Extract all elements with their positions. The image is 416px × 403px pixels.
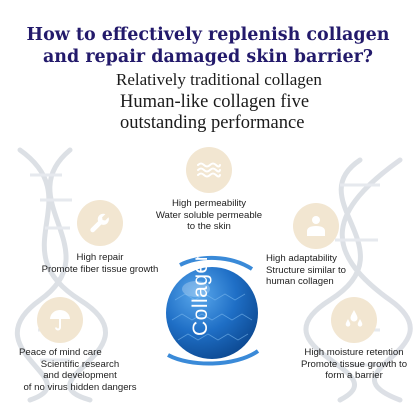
feature-moisture: High moisture retention Promote tissue g… xyxy=(293,347,415,382)
feature-safety-desc-2: and development xyxy=(43,370,117,381)
feature-safety-title: Peace of mind care xyxy=(19,347,102,358)
feature-moisture-title: High moisture retention xyxy=(304,347,404,358)
subtitle-line-b: outstanding performance xyxy=(120,113,305,133)
moisture-icon-circle xyxy=(331,297,377,343)
headline-line-2: and repair damaged skin barrier? xyxy=(42,47,374,67)
feature-permeability-title: High permeability xyxy=(171,198,247,209)
subtitle-line-a: Human-like collagen five xyxy=(120,92,310,112)
umbrella-icon xyxy=(50,310,70,331)
feature-repair-title: High repair xyxy=(76,252,124,263)
headline: How to effectively replenish collagen an… xyxy=(0,24,416,68)
headline-line-1: How to effectively replenish collagen xyxy=(26,25,390,45)
person-icon xyxy=(307,216,325,236)
subtitle-human-like: Human-like collagen five outstanding per… xyxy=(120,92,309,134)
feature-safety-desc-3: of no virus hidden dangers xyxy=(23,381,137,393)
feature-moisture-desc-1: Promote tissue growth to xyxy=(300,358,408,370)
repair-icon-circle xyxy=(77,200,123,246)
waves-icon xyxy=(197,162,221,178)
feature-permeability-desc-1: Water soluble permeable xyxy=(155,209,263,221)
feature-permeability: High permeability Water soluble permeabl… xyxy=(149,198,269,233)
feature-moisture-desc-2: form a barrier xyxy=(325,370,383,381)
dna-helix-decoration xyxy=(14,147,413,403)
feature-safety-desc-1: Scientific research xyxy=(40,358,120,370)
droplets-icon xyxy=(345,310,363,327)
feature-permeability-desc-2: to the skin xyxy=(187,221,231,232)
feature-adaptability-title: High adaptability xyxy=(266,253,337,264)
feature-adaptability-desc-1: Structure similar to xyxy=(266,264,346,276)
adaptability-icon-circle xyxy=(293,203,339,249)
feature-repair-desc-1: Promote fiber tissue growth xyxy=(41,263,159,275)
safety-icon-circle xyxy=(37,297,83,343)
collagen-ball xyxy=(166,255,260,366)
feature-repair: High repair Promote fiber tissue growth xyxy=(20,252,180,275)
subtitle-traditional: Relatively traditional collagen xyxy=(116,70,322,89)
feature-adaptability: High adaptability Structure similar to h… xyxy=(266,253,366,288)
wrench-icon xyxy=(90,213,109,233)
permeability-icon-circle xyxy=(186,147,232,193)
feature-safety: Peace of mind care Scientific research a… xyxy=(15,347,145,393)
collagen-label: Collagen xyxy=(189,249,212,336)
feature-adaptability-desc-2: human collagen xyxy=(266,276,334,287)
